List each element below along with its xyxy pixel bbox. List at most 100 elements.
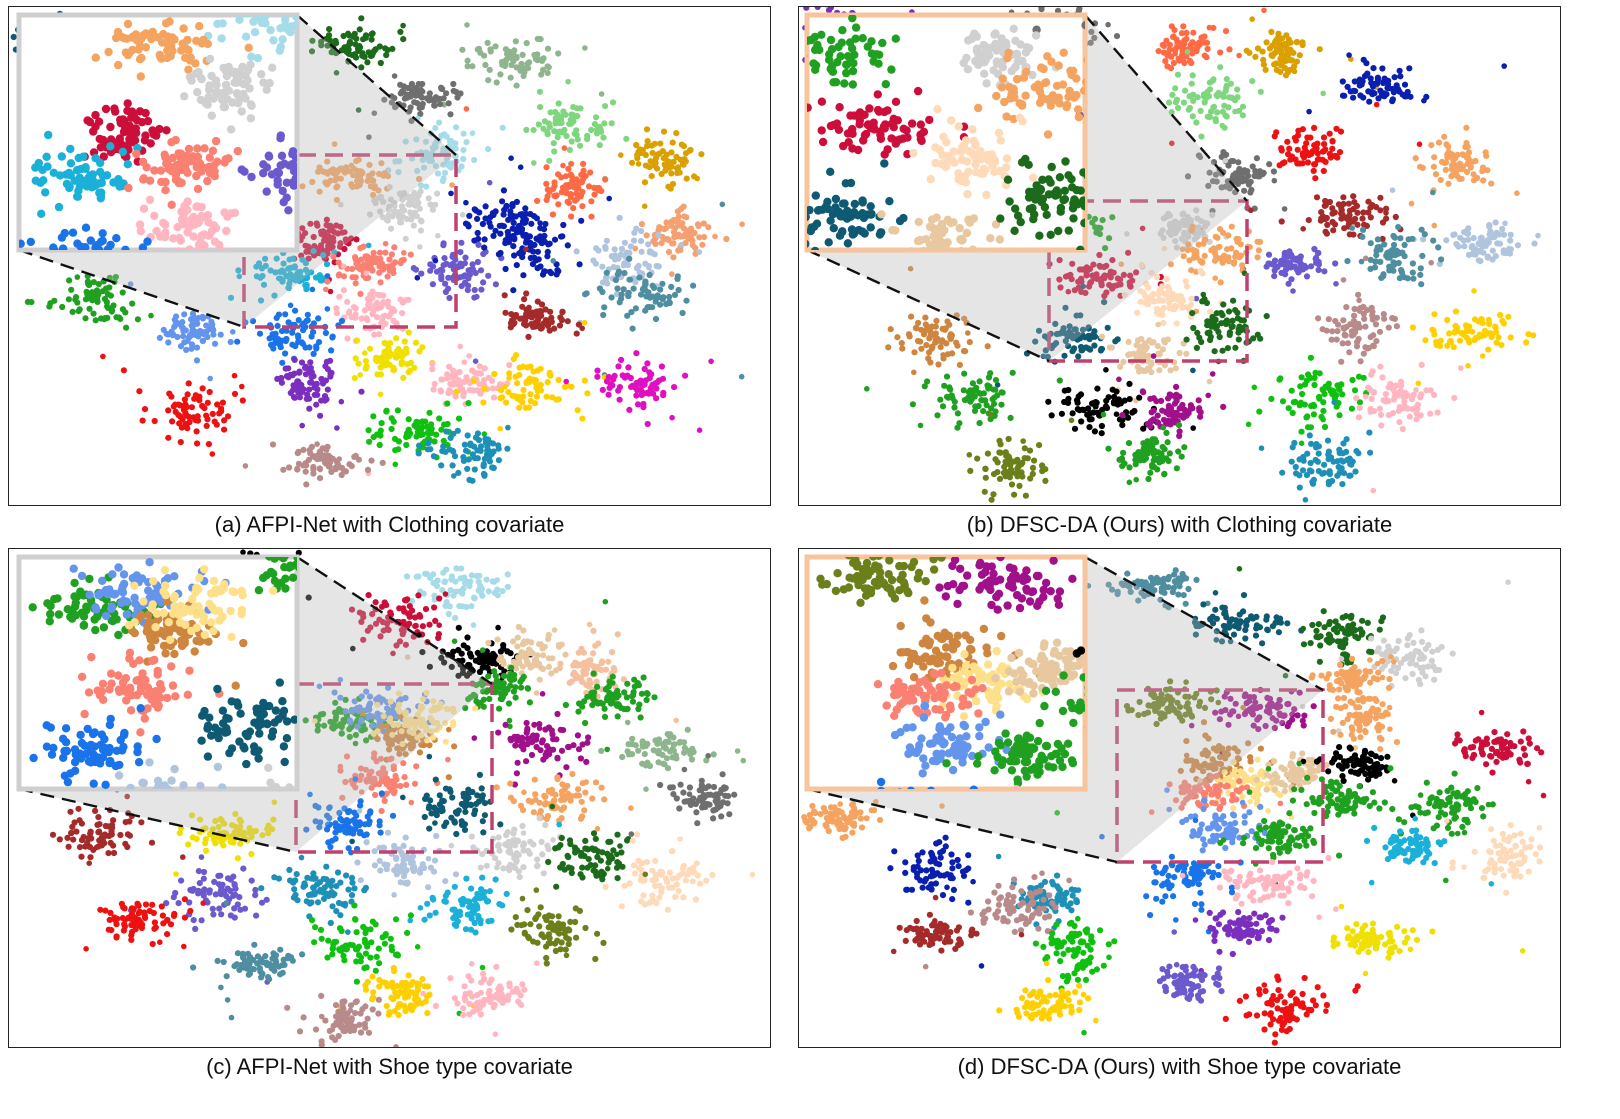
data-point [1223,76,1230,83]
inset-point [117,182,127,191]
data-point [1305,217,1312,224]
data-point [1078,418,1085,425]
data-point [1222,28,1230,35]
data-point [386,256,393,263]
data-point [474,229,481,237]
data-point [343,164,350,171]
data-point [911,349,918,356]
outlier-point [864,386,870,392]
data-point [640,400,647,408]
data-point [1045,398,1052,405]
data-point [1465,225,1472,232]
data-point [546,371,553,378]
data-point [328,347,335,354]
data-point [411,364,418,371]
data-point [644,143,651,150]
data-point [123,324,130,331]
inset-point [292,162,297,172]
data-point [461,260,468,267]
data-point [1313,194,1321,201]
data-point [1202,95,1209,102]
data-point [1220,301,1227,308]
outlier-point [531,160,537,166]
data-point [1232,253,1239,260]
data-point [1376,328,1384,335]
inset-point [86,171,95,180]
data-point [400,36,407,43]
data-point [674,208,682,215]
outlier-point [324,171,331,177]
inset-point [207,111,216,120]
data-point [365,172,372,180]
outlier-point [1320,90,1326,97]
data-point [1271,267,1278,274]
data-point [302,230,309,237]
inset-point [292,7,300,11]
data-point [1321,268,1328,275]
data-point [1291,63,1298,70]
outlier-point [1389,187,1396,193]
data-point [1396,67,1403,74]
data-point [611,372,618,379]
data-point [1463,168,1471,176]
data-point [1444,316,1451,324]
data-point [388,99,395,106]
data-point [657,286,664,293]
outlier-point [327,288,334,295]
data-point [472,269,479,277]
inset-point [265,78,274,88]
data-point [1266,161,1273,168]
data-point [648,249,655,256]
data-point [1219,108,1226,115]
data-point [671,234,678,241]
inset-point [166,51,175,61]
data-point [1182,278,1189,285]
data-point [399,310,406,317]
data-point [310,470,317,477]
data-point [486,66,493,73]
data-point [1391,86,1398,93]
outlier-point [1430,189,1436,196]
data-point [923,342,930,349]
data-point [440,240,447,247]
data-point [575,185,582,192]
data-point [431,102,438,109]
data-point [413,424,420,431]
data-point [601,304,608,311]
data-point [679,220,686,227]
data-point [525,333,532,340]
outlier-point [1206,24,1213,31]
data-point [469,367,476,374]
data-point [563,189,570,196]
data-point [396,214,403,221]
outlier-point [392,461,399,468]
data-point [1252,168,1259,175]
data-point [203,322,210,329]
inset-point [79,152,88,161]
data-point [1222,88,1229,95]
inset-point [262,7,270,9]
data-point [282,311,289,318]
data-point [576,261,583,268]
inset-point [213,157,222,166]
data-point [1239,103,1247,110]
inset-point [191,69,201,78]
data-point [86,305,93,312]
data-point [487,223,494,230]
data-point [410,222,417,229]
data-point [939,403,947,410]
data-point [1477,235,1484,242]
inset-point [200,144,209,153]
data-point [418,182,425,189]
inset-point [167,200,176,209]
data-point [983,402,990,409]
data-point [381,96,388,103]
outlier-point [1306,108,1312,115]
data-point [1214,109,1221,116]
data-point [1492,324,1499,332]
data-point [1078,275,1085,282]
data-point [579,415,586,422]
data-point [328,244,335,252]
inset-point [141,108,150,118]
inset-point [141,131,150,140]
